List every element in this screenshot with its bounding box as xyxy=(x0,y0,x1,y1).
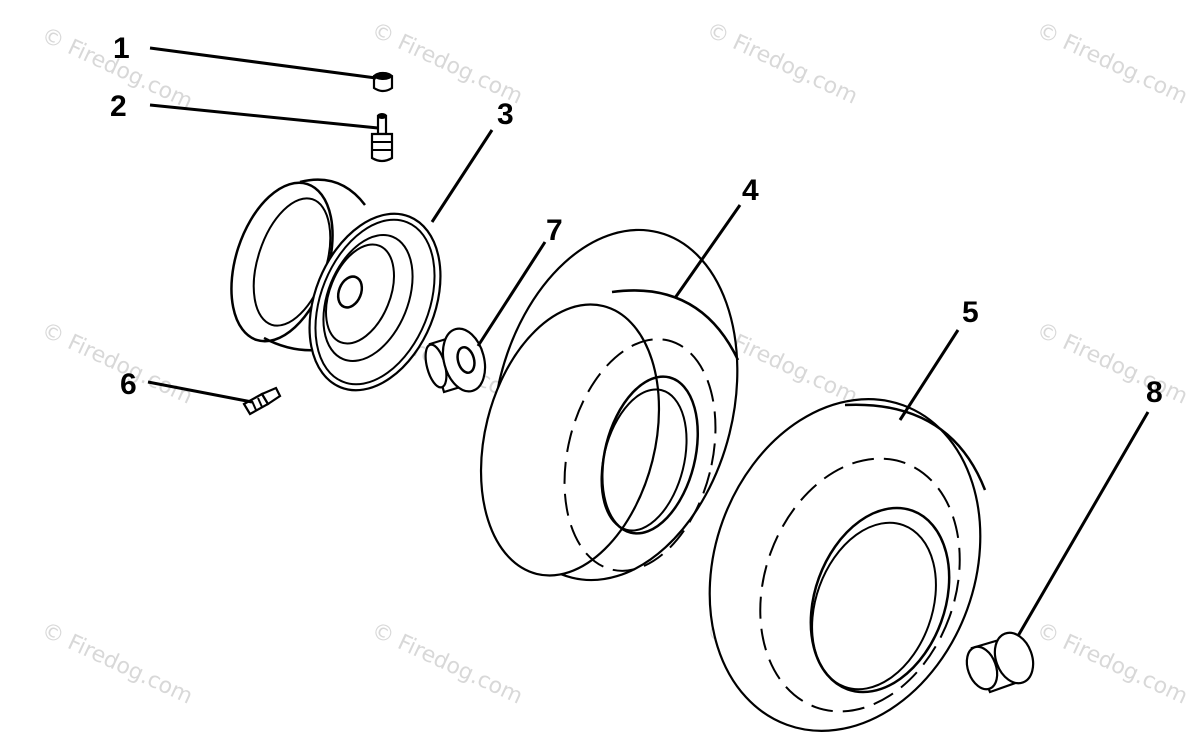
tire-part xyxy=(708,398,987,732)
callout-3: 3 xyxy=(497,98,514,131)
watermark: © Firedog.com xyxy=(1032,18,1191,110)
fitting-part xyxy=(242,386,282,416)
watermark: © Firedog.com xyxy=(1032,618,1191,710)
wheel-rim-part xyxy=(230,178,442,392)
callout-2: 2 xyxy=(110,90,127,123)
watermark: © Firedog.com xyxy=(37,318,196,410)
leader-lines xyxy=(147,46,1150,637)
callout-1: 1 xyxy=(113,32,130,65)
watermark: © Firedog.com xyxy=(1032,318,1191,410)
tire-part xyxy=(479,228,740,582)
watermark: © Firedog.com xyxy=(367,18,526,110)
watermark: © Firedog.com xyxy=(37,618,196,710)
callout-6: 6 xyxy=(120,368,137,401)
valve-cap-part xyxy=(372,71,394,93)
callout-7: 7 xyxy=(546,214,563,247)
callout-4: 4 xyxy=(742,174,759,207)
valve-stem-part xyxy=(370,113,394,163)
bushing-part xyxy=(424,327,487,394)
watermark: © Firedog.com xyxy=(702,18,861,110)
callout-8: 8 xyxy=(1146,376,1163,409)
watermark: © Firedog.com xyxy=(367,618,526,710)
callout-5: 5 xyxy=(962,296,979,329)
callouts: 1 2 3 4 5 6 7 8 xyxy=(110,32,1163,409)
hub-cap-part xyxy=(965,631,1035,694)
